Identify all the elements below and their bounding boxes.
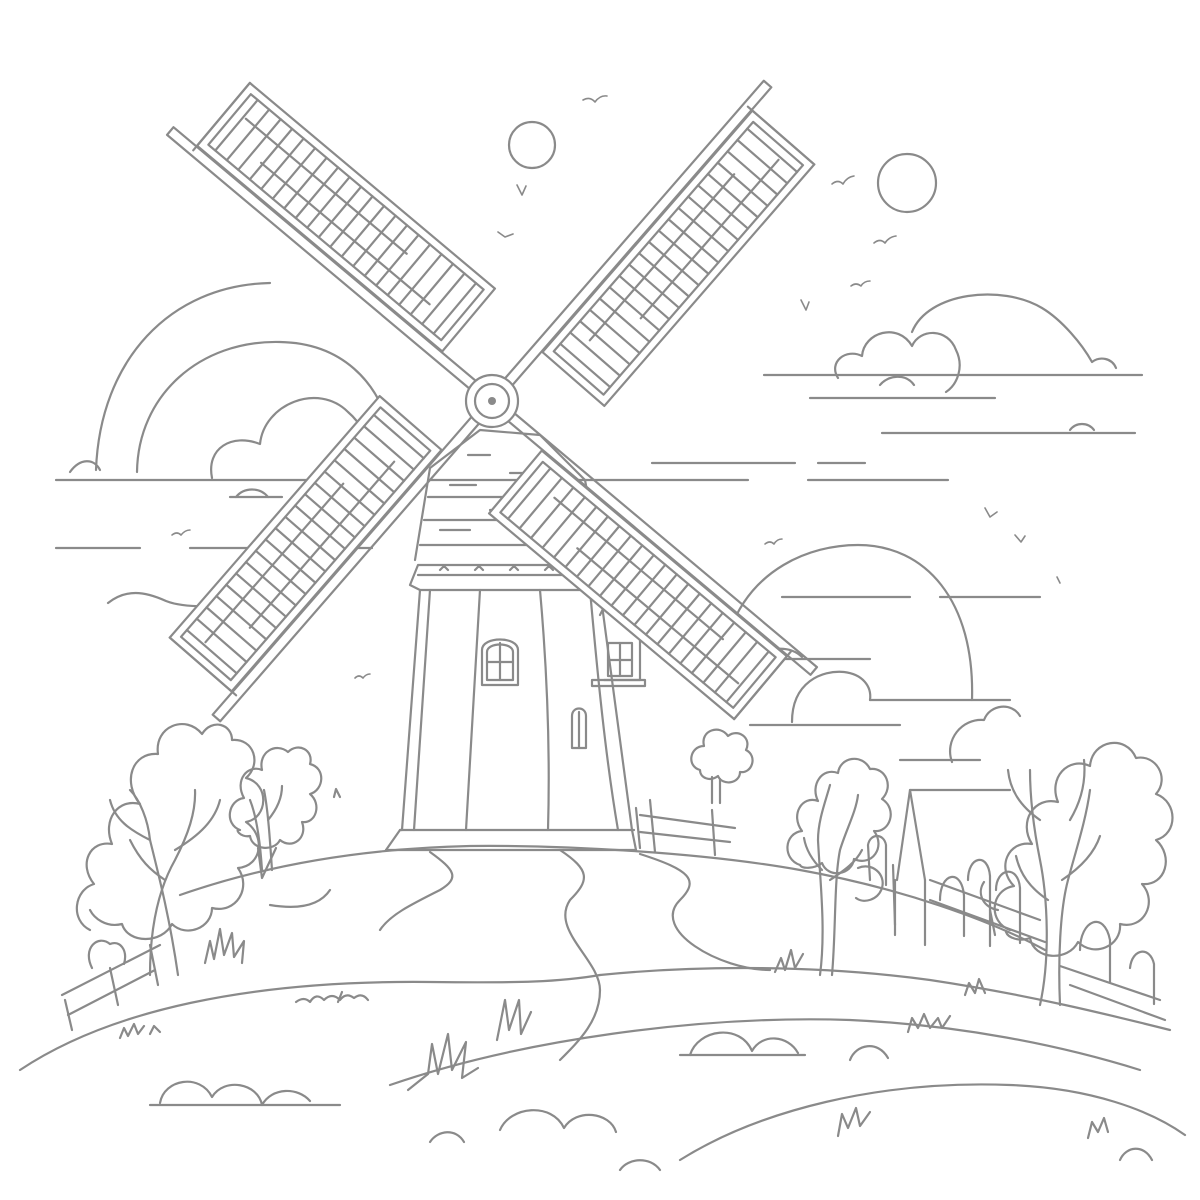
windmill-sails bbox=[165, 79, 819, 723]
sail-lower-left bbox=[168, 394, 484, 723]
tree-right-big bbox=[979, 741, 1174, 1007]
house bbox=[866, 788, 1012, 947]
fence-windmill bbox=[634, 798, 737, 857]
tree-center-small bbox=[690, 728, 754, 805]
cloud-right-upper bbox=[428, 293, 1144, 482]
sun-right bbox=[876, 152, 938, 214]
sail-lower-right bbox=[487, 408, 819, 721]
tree-left-small bbox=[228, 746, 323, 880]
left-sun-arcs bbox=[68, 281, 394, 474]
fence-left bbox=[60, 939, 162, 1032]
fence-right bbox=[928, 858, 1167, 1022]
tree-left-big bbox=[75, 723, 265, 977]
tower-window-small bbox=[570, 707, 588, 750]
tower-window-arched bbox=[480, 638, 520, 687]
tree-center-right bbox=[786, 757, 892, 977]
windmill-hub bbox=[464, 373, 520, 429]
sail-upper-left bbox=[165, 81, 497, 394]
sun-left bbox=[507, 120, 557, 170]
sail-upper-right bbox=[500, 79, 816, 408]
sky bbox=[54, 95, 1144, 764]
